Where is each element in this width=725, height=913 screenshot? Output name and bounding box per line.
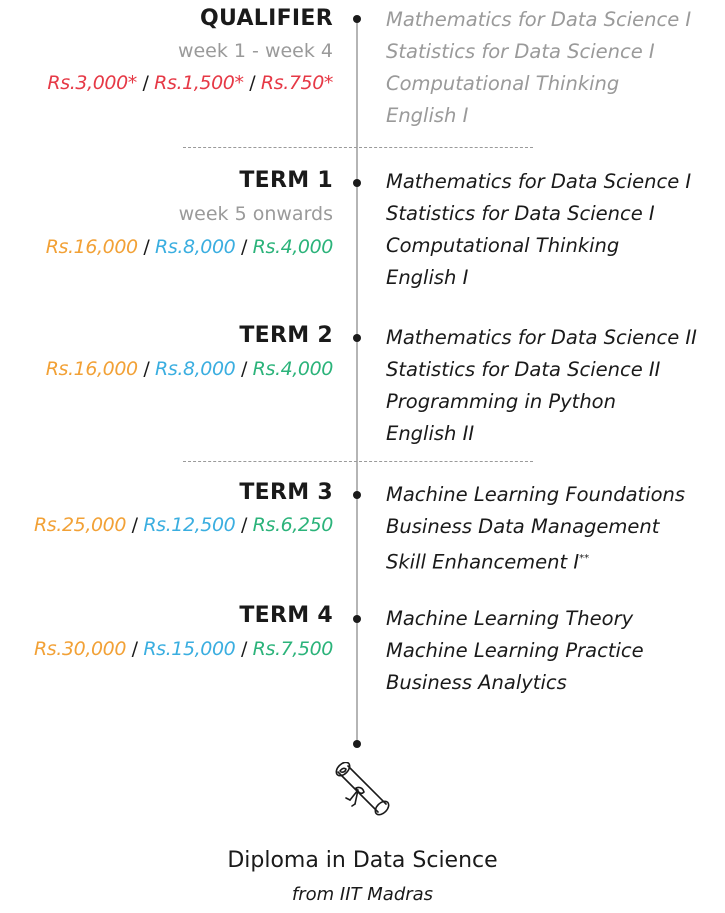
fee-separator: /: [131, 638, 138, 660]
timeline-dot-term4: [353, 615, 361, 623]
diploma-subtitle: from IIT Madras: [291, 884, 434, 905]
term2-courses: Mathematics for Data Science II Statisti…: [386, 322, 697, 450]
term1-fees: Rs.16,000 / Rs.8,000 / Rs.4,000: [45, 236, 334, 258]
qualifier-fees: Rs.3,000* / Rs.1,500* / Rs.750*: [47, 72, 333, 94]
section-divider-foundation: [183, 461, 533, 462]
fee-tier-2: Rs.8,000: [155, 358, 236, 380]
course-item: English II: [386, 422, 475, 445]
course-item: Machine Learning Theory: [386, 607, 634, 630]
fee-separator: /: [143, 236, 150, 258]
fee-tier-2: Rs.1,500*: [154, 72, 244, 94]
fee-separator: /: [142, 72, 149, 94]
course-item: Computational Thinking: [386, 234, 620, 257]
timeline-dot-qualifier: [353, 15, 361, 23]
term2-fees: Rs.16,000 / Rs.8,000 / Rs.4,000: [45, 358, 334, 380]
fee-tier-3: Rs.750*: [260, 72, 334, 94]
course-item: Machine Learning Practice: [386, 639, 644, 662]
timeline-dot-term2: [353, 334, 361, 342]
term4-fees: Rs.30,000 / Rs.15,000 / Rs.7,500: [34, 638, 333, 660]
fee-tier-3: Rs.4,000: [252, 236, 334, 258]
term2-title: TERM 2: [239, 323, 333, 348]
fee-separator: /: [241, 514, 248, 536]
course-item: Mathematics for Data Science I: [386, 8, 692, 31]
fee-tier-2: Rs.15,000: [143, 638, 236, 660]
fee-tier-1: Rs.30,000: [34, 638, 127, 660]
fee-separator: /: [241, 358, 248, 380]
course-item: Computational Thinking: [386, 72, 620, 95]
fee-tier-2: Rs.8,000: [155, 236, 236, 258]
fee-separator: /: [241, 236, 248, 258]
fee-tier-3: Rs.6,250: [252, 514, 334, 536]
course-item: Statistics for Data Science II: [386, 358, 661, 381]
course-item: Mathematics for Data Science I: [386, 170, 692, 193]
qualifier-courses: Mathematics for Data Science I Statistic…: [386, 4, 691, 132]
term1-courses: Mathematics for Data Science I Statistic…: [386, 166, 691, 294]
course-item: Statistics for Data Science I: [386, 40, 655, 63]
qualifier-subtitle: week 1 - week 4: [177, 40, 333, 62]
qualifier-title: QUALIFIER: [199, 6, 333, 31]
course-item: English I: [386, 104, 469, 127]
diploma-scroll-icon: [335, 762, 390, 816]
course-item: Machine Learning Foundations: [386, 483, 686, 506]
term1-title: TERM 1: [239, 168, 333, 193]
timeline-dot-term3: [353, 491, 361, 499]
timeline-dot-end: [353, 740, 361, 748]
fee-tier-3: Rs.7,500: [252, 638, 334, 660]
section-divider-qualifier: [183, 147, 533, 148]
fee-tier-2: Rs.12,500: [143, 514, 236, 536]
term3-title: TERM 3: [239, 480, 333, 505]
fee-separator: /: [249, 72, 256, 94]
footnote-mark: **: [579, 553, 590, 564]
term4-courses: Machine Learning Theory Machine Learning…: [386, 603, 644, 699]
fee-separator: /: [241, 638, 248, 660]
course-item: English I: [386, 266, 469, 289]
course-item: Business Data Management: [386, 515, 660, 538]
course-item: Programming in Python: [386, 390, 616, 413]
course-item: Mathematics for Data Science II: [386, 326, 697, 349]
course-item: Statistics for Data Science I: [386, 202, 655, 225]
fee-tier-1: Rs.3,000*: [47, 72, 137, 94]
fee-separator: /: [143, 358, 150, 380]
term3-fees: Rs.25,000 / Rs.12,500 / Rs.6,250: [34, 514, 333, 536]
fee-tier-1: Rs.16,000: [45, 358, 138, 380]
timeline-line: [356, 18, 358, 745]
term4-title: TERM 4: [239, 603, 333, 628]
term3-courses: Machine Learning Foundations Business Da…: [386, 479, 685, 579]
fee-tier-3: Rs.4,000: [252, 358, 334, 380]
course-item: Skill Enhancement I**: [386, 543, 685, 579]
course-item: Business Analytics: [386, 671, 567, 694]
timeline-dot-term1: [353, 179, 361, 187]
fee-tier-1: Rs.16,000: [45, 236, 138, 258]
fee-tier-1: Rs.25,000: [34, 514, 127, 536]
term1-subtitle: week 5 onwards: [178, 203, 333, 225]
fee-separator: /: [131, 514, 138, 536]
course-item-label: Skill Enhancement I: [386, 550, 580, 574]
diploma-title: Diploma in Data Science: [227, 848, 498, 873]
